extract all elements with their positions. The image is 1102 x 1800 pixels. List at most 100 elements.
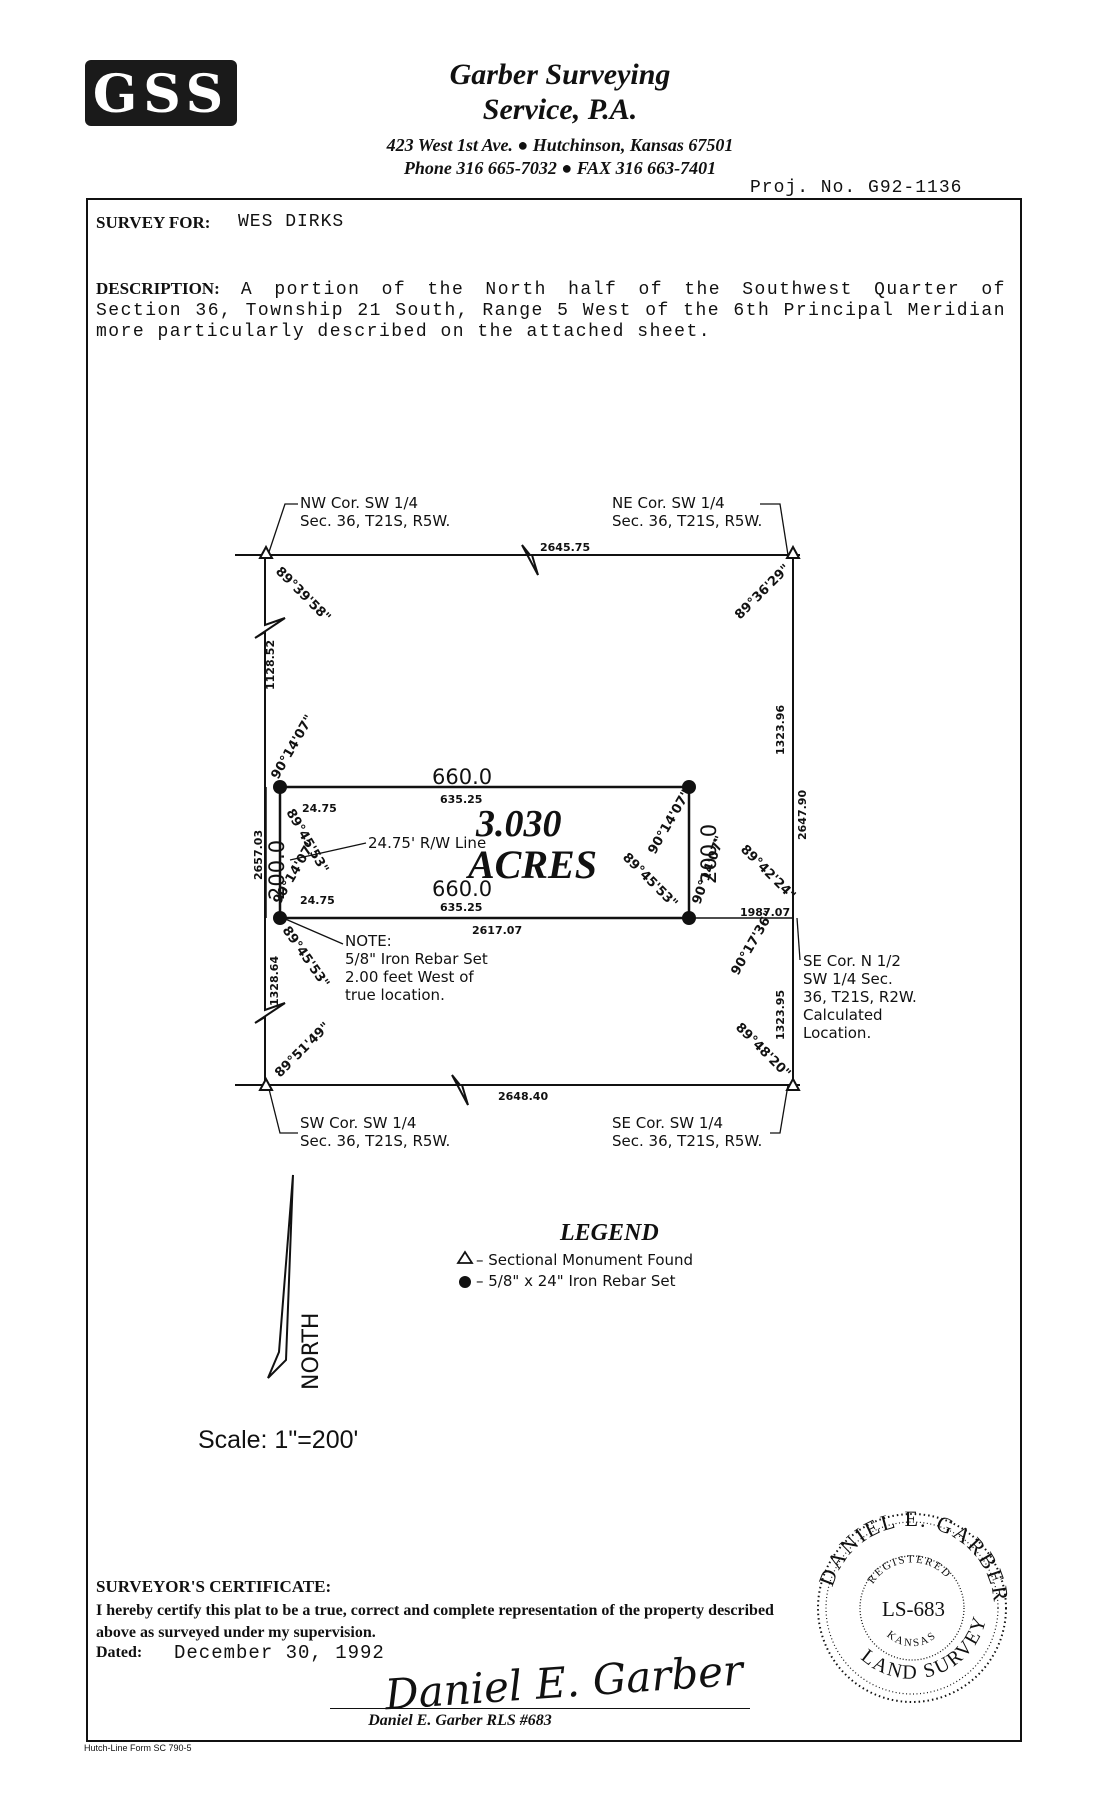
- note-label-1: NOTE:: [345, 932, 392, 950]
- nw-corner-label-1: NW Cor. SW 1/4: [300, 494, 418, 512]
- nw-corner-label-2: Sec. 36, T21S, R5W.: [300, 512, 450, 530]
- legend-dot-icon: [459, 1276, 471, 1288]
- angle-east-a: 89°42'24": [737, 842, 798, 903]
- se-n-half-leader: [796, 917, 801, 961]
- sw-corner-label-2: Sec. 36, T21S, R5W.: [300, 1132, 450, 1150]
- se-corner-label-2: Sec. 36, T21S, R5W.: [612, 1132, 762, 1150]
- survey-for-label: SURVEY FOR:: [96, 213, 211, 232]
- dim-tract-east: 200.0: [697, 824, 721, 884]
- rw-line-leader: [289, 842, 367, 861]
- legend-item-monument: – Sectional Monument Found: [476, 1251, 693, 1269]
- note-leader: [282, 917, 344, 945]
- se-n-half-label-3: 36, T21S, R2W.: [803, 988, 917, 1006]
- dim-south: 2648.40: [498, 1090, 548, 1103]
- company-logo: GSS: [85, 60, 237, 126]
- south-boundary-line: [235, 1074, 800, 1106]
- form-id: Hutch-Line Form SC 790-5: [84, 1743, 192, 1753]
- dim-east-offset: 1987.07: [740, 906, 790, 919]
- legend-triangle-icon: [456, 1250, 474, 1264]
- dim-tract-bottom-inner: 635.25: [440, 901, 482, 914]
- dim-tract-top-inner: 635.25: [440, 793, 482, 806]
- company-phone: Phone 316 665-7032 ● FAX 316 663-7401: [403, 158, 717, 178]
- seal-state: KANSAS: [884, 1629, 937, 1650]
- note-label-2: 5/8" Iron Rebar Set: [345, 950, 488, 968]
- dim-tract-west: 200.0: [265, 840, 289, 900]
- sw-corner-label-1: SW Cor. SW 1/4: [300, 1114, 416, 1132]
- sw-corner-leader: [267, 1084, 298, 1134]
- tract-boundary: [278, 785, 691, 920]
- se-n-half-label-4: Calculated: [803, 1006, 883, 1024]
- angle-tract-ne: 90°14'07": [645, 788, 694, 857]
- ne-corner-label-2: Sec. 36, T21S, R5W.: [612, 512, 762, 530]
- legend-item-rebar: – 5/8" x 24" Iron Rebar Set: [476, 1272, 676, 1290]
- se-n-half-label-2: SW 1/4 Sec.: [803, 970, 893, 988]
- monument-se: [785, 1076, 801, 1091]
- description: DESCRIPTION: A portion of the North half…: [96, 278, 1006, 343]
- north-label: NORTH: [299, 1313, 324, 1390]
- dim-west-lower: 1328.64: [268, 956, 281, 1006]
- angle-tract-sw: 89°45'53": [279, 924, 332, 991]
- dated-label: Dated:: [96, 1644, 143, 1661]
- certificate-body: I hereby certify this plat to be a true,…: [96, 1602, 774, 1641]
- dim-tract-bottom: 660.0: [432, 877, 492, 901]
- dim-mid-south: 2617.07: [472, 924, 522, 937]
- company-name-line1: Garber Surveying: [449, 58, 671, 91]
- company-address: 423 West 1st Ave. ● Hutchinson, Kansas 6…: [386, 135, 734, 155]
- se-n-half-label-5: Location.: [803, 1024, 871, 1042]
- se-n-half-label-1: SE Cor. N 1/2: [803, 952, 901, 970]
- plat-frame: [86, 198, 1022, 1742]
- description-text: A portion of the North half of the South…: [96, 280, 1006, 342]
- svg-text:REGISTERED: REGISTERED: [865, 1553, 954, 1586]
- logo-text: GSS: [92, 64, 230, 125]
- angle-tract-nw: 90°14'07": [268, 713, 317, 782]
- dim-west-upper: 1128.52: [264, 640, 277, 690]
- dim-rw-bottom: 24.75: [300, 894, 335, 907]
- rebar-ne: [682, 780, 696, 794]
- survey-for-value: WES DIRKS: [238, 212, 345, 232]
- dim-north: 2645.75: [540, 541, 590, 554]
- rw-line-label: 24.75' R/W Line: [368, 834, 486, 852]
- certificate-title: SURVEYOR'S CERTIFICATE:: [96, 1577, 332, 1596]
- scale: Scale: 1"=200': [198, 1426, 359, 1454]
- company-name-line2: Service, P.A.: [482, 93, 638, 126]
- rebar-se: [682, 911, 696, 925]
- signature-line: [330, 1708, 750, 1709]
- dim-tract-top: 660.0: [432, 765, 492, 789]
- rebar-nw: [273, 780, 287, 794]
- signer-name: Daniel E. Garber RLS #683: [368, 1712, 552, 1729]
- note-label-3: 2.00 feet West of: [345, 968, 474, 986]
- se-corner-leader: [770, 1084, 789, 1134]
- svg-text:KANSAS: KANSAS: [884, 1629, 939, 1650]
- dim-east-upper: 1323.96: [774, 705, 787, 755]
- dim-east-total: 2647.90: [796, 790, 809, 840]
- dim-west-total: 2657.03: [252, 830, 265, 880]
- ne-corner-label-1: NE Cor. SW 1/4: [612, 494, 725, 512]
- acreage-label: ACRES: [465, 842, 597, 887]
- angle-ne: 89°36'29": [732, 562, 793, 623]
- monument-ne: [785, 544, 801, 559]
- legend-title: LEGEND: [560, 1220, 659, 1246]
- north-boundary-line: [235, 544, 800, 576]
- se-corner-label-1: SE Cor. SW 1/4: [612, 1114, 723, 1132]
- seal-registered: REGISTERED: [865, 1553, 952, 1586]
- ne-corner-leader: [760, 503, 789, 556]
- project-number: Proj. No. G92-1136: [750, 178, 963, 198]
- legend: – Sectional Monument Found – 5/8" x 24" …: [456, 1250, 693, 1290]
- note-label-4: true location.: [345, 986, 445, 1004]
- angle-nw: 89°39'58": [272, 564, 333, 625]
- acreage-value: 3.030: [475, 803, 562, 845]
- monument-nw: [258, 544, 274, 559]
- dim-east-lower: 1323.95: [774, 990, 787, 1040]
- angle-sw: 89°51'49": [272, 1020, 333, 1081]
- rebar-sw: [273, 911, 287, 925]
- west-boundary-line: [254, 555, 286, 1085]
- description-label: DESCRIPTION:: [96, 279, 220, 298]
- angle-tract-se-inner: 89°45'53": [619, 850, 680, 911]
- north-arrow: [267, 1174, 294, 1379]
- monument-sw: [258, 1076, 274, 1091]
- seal-number: LS-683: [882, 1597, 945, 1621]
- dim-rw-top: 24.75: [302, 802, 337, 815]
- dated-value: December 30, 1992: [174, 1642, 385, 1664]
- nw-corner-leader: [267, 503, 298, 556]
